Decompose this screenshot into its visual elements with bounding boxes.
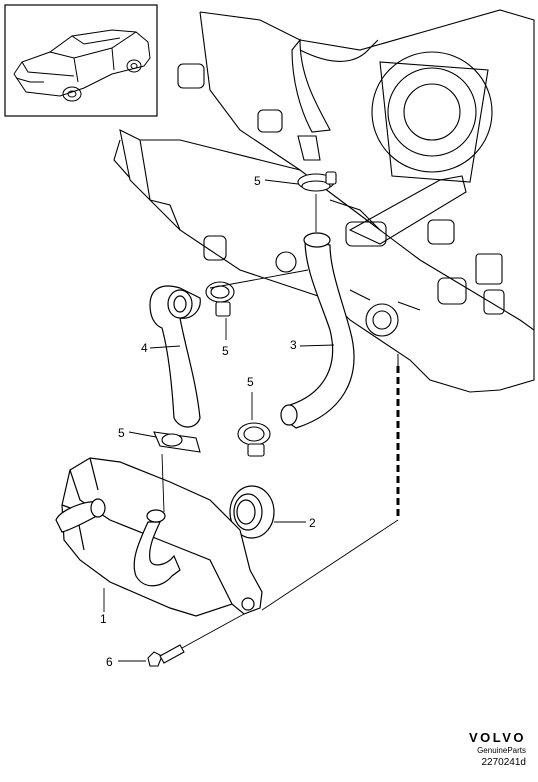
engine-block xyxy=(113,9,535,393)
callout-3: 3 xyxy=(290,338,297,352)
callout-5: 5 xyxy=(254,174,261,188)
hose-3 xyxy=(280,232,355,429)
callout-5: 5 xyxy=(118,426,125,440)
callout-5: 5 xyxy=(247,375,254,389)
leader-lines xyxy=(103,179,399,662)
hose-clamp xyxy=(153,431,201,453)
brand-subtitle: GenuineParts xyxy=(477,746,526,755)
callout-1: 1 xyxy=(100,612,107,626)
callout-4: 4 xyxy=(141,341,148,355)
hose-clamp xyxy=(205,281,235,317)
brand-block: VOLVO GenuineParts 2270241d xyxy=(469,730,526,769)
brand-logo: VOLVO xyxy=(468,730,526,745)
hose-4 xyxy=(149,285,201,428)
hose-clamp xyxy=(297,171,337,192)
callout-5: 5 xyxy=(222,344,229,358)
diagram-reference: 2270241d xyxy=(481,757,527,768)
callout-2: 2 xyxy=(309,516,316,530)
vehicle-thumbnail xyxy=(4,4,158,117)
bolt xyxy=(147,644,185,667)
oil-cooler xyxy=(55,457,263,617)
callout-6: 6 xyxy=(106,655,113,669)
hose-clamp xyxy=(237,422,271,457)
seal-ring xyxy=(229,485,275,539)
